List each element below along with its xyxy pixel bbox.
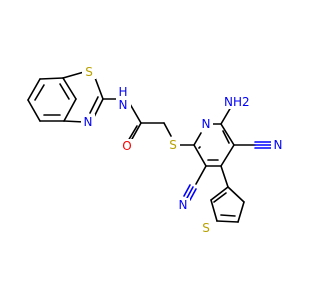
svg-text:S: S xyxy=(202,221,210,235)
svg-text:S: S xyxy=(169,138,177,152)
pyridine-ring xyxy=(179,123,235,167)
svg-text:S: S xyxy=(85,65,93,79)
amino-bond xyxy=(220,106,232,125)
svg-text:H: H xyxy=(118,85,127,99)
right-nitrile xyxy=(233,141,272,149)
benzene-ring xyxy=(27,77,77,122)
svg-text:N: N xyxy=(179,198,188,212)
atom-label-amino: H2 N xyxy=(224,94,258,109)
atom-label-left-nitrile-n: N xyxy=(176,198,190,213)
svg-text:N: N xyxy=(84,115,93,129)
svg-text:N: N xyxy=(274,138,283,152)
atom-label-right-nitrile-n: N xyxy=(271,138,285,153)
atom-label-thiophene-s: S xyxy=(199,220,213,235)
atom-label-pyridine-n: N xyxy=(199,117,213,132)
chemical-structure-diagram: S N H N O S N H2 N N N S xyxy=(27,64,285,235)
amide-linker xyxy=(102,98,172,142)
atom-label-amide-nh: H N xyxy=(116,85,131,114)
left-nitrile xyxy=(183,165,207,201)
atom-label-benzothiazole-n: N xyxy=(81,114,95,129)
atom-label-thioether-s: S xyxy=(166,137,180,152)
svg-text:H2: H2 xyxy=(233,95,250,109)
thiophene-ring xyxy=(210,165,245,223)
atom-label-benzothiazole-s: S xyxy=(82,64,96,79)
svg-text:N: N xyxy=(224,95,233,109)
svg-text:N: N xyxy=(119,98,128,112)
svg-text:N: N xyxy=(202,117,211,131)
atom-label-carbonyl-o: O xyxy=(120,139,135,154)
svg-text:O: O xyxy=(122,139,131,153)
